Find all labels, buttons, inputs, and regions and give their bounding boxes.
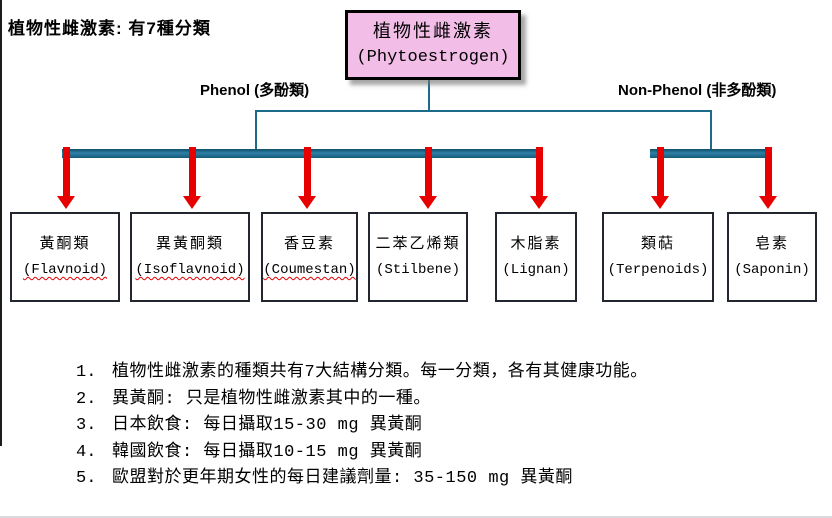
note-number: 4. xyxy=(76,442,97,462)
category-box-terpenoids: 類萜 (Terpenoids) xyxy=(602,212,714,302)
category-label-en: (Stilbene) xyxy=(375,262,460,278)
note-text: 植物性雌激素的種類共有7大結構分類。每一分類，各有其健康功能。 xyxy=(112,363,648,382)
category-label-en: (Lignan) xyxy=(502,262,570,278)
note-item: 4. 韓國飲食: 每日攝取10-15 mg 異黃酮 xyxy=(76,440,806,467)
category-box-isoflavnoid: 異黃酮類 (Isoflavnoid) xyxy=(130,212,250,302)
page-left-edge xyxy=(0,0,2,446)
category-label-zh: 皂素 xyxy=(754,236,789,253)
category-label-zh: 異黃酮類 xyxy=(155,236,224,253)
note-text: 歐盟對於更年期女性的每日建議劑量: 35-150 mg 異黃酮 xyxy=(112,469,573,488)
category-box-saponin: 皂素 (Saponin) xyxy=(727,212,817,302)
branch-label-phenol: Phenol (多酚類) xyxy=(200,82,310,99)
note-text: 韓國飲食: 每日攝取10-15 mg 異黃酮 xyxy=(112,442,423,462)
category-label-zh: 類萜 xyxy=(640,236,675,253)
arrow-down-icon xyxy=(759,147,777,209)
note-text: 異黃酮: 只是植物性雌激素其中的一種。 xyxy=(112,389,431,409)
connector-root-stem xyxy=(428,74,430,111)
root-node-phytoestrogen: 植物性雌激素 (Phytoestrogen) xyxy=(345,10,521,80)
connector-horizontal-line xyxy=(255,110,712,112)
category-box-coumestan: 香豆素 (Coumestan) xyxy=(261,212,358,302)
arrow-down-icon xyxy=(651,147,669,209)
category-label-en: (Flavnoid) xyxy=(22,262,107,278)
category-box-flavnoid: 黃酮類 (Flavnoid) xyxy=(10,212,120,302)
arrow-down-icon xyxy=(57,147,75,209)
category-label-zh: 黃酮類 xyxy=(39,236,91,253)
notes-list: 1. 植物性雌激素的種類共有7大結構分類。每一分類，各有其健康功能。 2. 異黃… xyxy=(76,360,806,493)
arrow-down-icon xyxy=(183,147,201,209)
note-number: 1. xyxy=(76,363,97,382)
connector-drop-left xyxy=(255,110,257,152)
category-label-en: (Coumestan) xyxy=(263,262,356,278)
category-label-zh: 香豆素 xyxy=(283,236,335,253)
note-number: 2. xyxy=(76,389,97,409)
arrow-down-icon xyxy=(298,147,316,209)
page-title: 植物性雌激素: 有7種分類 xyxy=(8,19,211,38)
note-item: 2. 異黃酮: 只是植物性雌激素其中的一種。 xyxy=(76,387,806,414)
branch-label-non-phenol: Non-Phenol (非多酚類) xyxy=(618,82,777,99)
note-item: 3. 日本飲食: 每日攝取15-30 mg 異黃酮 xyxy=(76,413,806,440)
note-number: 5. xyxy=(76,469,97,488)
category-box-stilbene: 二苯乙烯類 (Stilbene) xyxy=(368,212,468,302)
category-box-lignan: 木脂素 (Lignan) xyxy=(495,212,577,302)
category-label-zh: 二苯乙烯類 xyxy=(375,236,461,253)
page-bottom-edge xyxy=(0,516,832,518)
connector-bar-nonphenol-group xyxy=(650,149,772,158)
note-item: 5. 歐盟對於更年期女性的每日建議劑量: 35-150 mg 異黃酮 xyxy=(76,466,806,493)
root-node-label-zh: 植物性雌激素 xyxy=(373,23,493,43)
arrow-down-icon xyxy=(419,147,437,209)
category-label-zh: 木脂素 xyxy=(510,236,562,253)
arrow-down-icon xyxy=(530,147,548,209)
category-label-en: (Isoflavnoid) xyxy=(135,262,245,278)
note-item: 1. 植物性雌激素的種類共有7大結構分類。每一分類，各有其健康功能。 xyxy=(76,360,806,387)
category-label-en: (Terpenoids) xyxy=(607,262,709,278)
note-text: 日本飲食: 每日攝取15-30 mg 異黃酮 xyxy=(112,416,423,435)
root-node-label-en: (Phytoestrogen) xyxy=(356,48,510,67)
note-number: 3. xyxy=(76,416,97,435)
category-label-en: (Saponin) xyxy=(734,262,810,278)
connector-drop-right xyxy=(710,110,712,152)
connector-bar-phenol-group xyxy=(62,149,541,158)
